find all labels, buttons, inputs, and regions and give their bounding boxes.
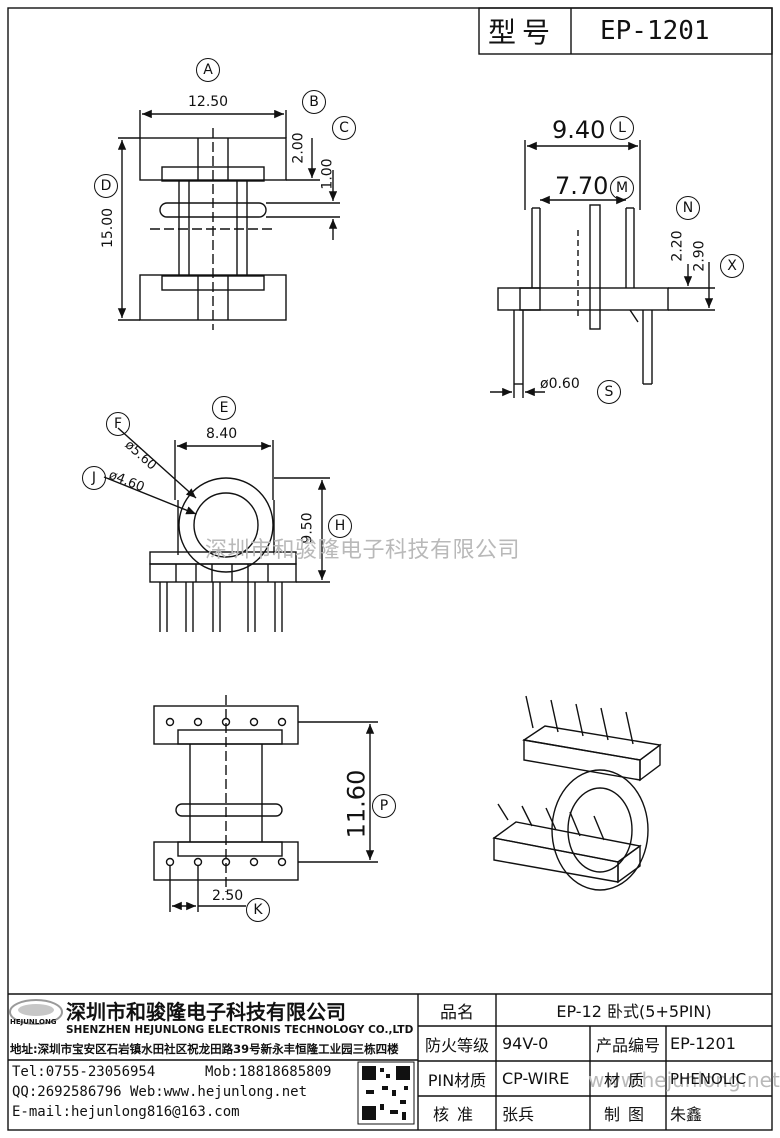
label-p: P [372, 794, 396, 818]
company-name-en: SHENZHEN HEJUNLONG ELECTRONIS TECHNOLOGY… [66, 1024, 414, 1036]
dim-e-value: 8.40 [206, 426, 238, 442]
company-address: 地址:深圳市宝安区石岩镇水田社区祝龙田路39号新永丰恒隆工业园三栋四楼 [10, 1042, 399, 1056]
label-a: A [196, 58, 220, 82]
company-qq-web: QQ:2692586796 Web:www.hejunlong.net [12, 1084, 308, 1100]
label-h: H [328, 514, 352, 538]
product-name-value: EP-12 卧式(5+5PIN) [556, 1002, 712, 1021]
company-logo [9, 999, 63, 1025]
dim-n-value: 2.20 [669, 230, 686, 262]
company-mob: Mob:18818685809 [205, 1064, 332, 1080]
drawn-label: 制图 [603, 1105, 652, 1124]
qr-code [362, 1066, 410, 1120]
code-label: 产品编号 [595, 1035, 660, 1055]
side-view [490, 140, 715, 398]
model-value: EP-1201 [600, 16, 710, 46]
label-s: S [597, 380, 621, 404]
company-name-cn: 深圳市和骏隆电子科技有限公司 [66, 999, 346, 1024]
watermark-url: www.hejunlong.net [588, 1068, 780, 1092]
label-b: B [302, 90, 326, 114]
review-label: 核准 [432, 1105, 481, 1124]
review-value: 张兵 [502, 1105, 535, 1124]
company-email: E-mail:hejunlong816@163.com [12, 1104, 240, 1120]
label-j: J [82, 466, 106, 490]
label-x: X [720, 254, 744, 278]
model-label: 型号 [488, 16, 557, 49]
dim-p-value: 11.60 [342, 769, 371, 839]
dim-s-value: ø0.60 [540, 376, 580, 392]
dim-m-value: 7.70 [555, 172, 609, 200]
dim-a-value: 12.50 [188, 94, 229, 110]
dim-x-value: 2.90 [691, 240, 708, 272]
label-m: M [610, 176, 634, 200]
material-label: 材质 [603, 1070, 652, 1090]
company-tel: Tel:0755-23056954 [12, 1064, 156, 1080]
label-k: K [246, 898, 270, 922]
label-f: F [106, 412, 130, 436]
dim-b-value: 2.00 [290, 132, 307, 164]
front-view [103, 427, 330, 632]
label-c: C [332, 116, 356, 140]
pin-value: CP-WIRE [502, 1069, 570, 1088]
bottom-view [153, 695, 378, 912]
flame-value: 94V-0 [502, 1034, 549, 1053]
pin-label: PIN材质 [427, 1070, 487, 1090]
code-value: EP-1201 [670, 1034, 736, 1053]
title-block [8, 993, 772, 1130]
watermark-text: 深圳市和骏隆电子科技有限公司 [205, 538, 521, 563]
label-l: L [610, 116, 634, 140]
logo-text: HEJUNLONG [10, 1018, 57, 1026]
product-name-label: 品名 [440, 1002, 474, 1023]
label-d: D [94, 174, 118, 198]
label-n: N [676, 196, 700, 220]
top-view [117, 109, 340, 330]
flame-label: 防火等级 [424, 1035, 489, 1055]
header-box [478, 7, 773, 55]
isometric-view [492, 695, 662, 891]
drawn-value: 朱鑫 [670, 1105, 703, 1124]
dim-k-value: 2.50 [212, 888, 244, 904]
dim-c-value: 1.00 [319, 158, 336, 190]
dim-l-value: 9.40 [552, 116, 606, 144]
material-value: PHENOLIC [670, 1069, 747, 1088]
label-e: E [212, 396, 236, 420]
sheet-border [7, 7, 773, 1131]
dim-d-value: 15.00 [100, 207, 117, 249]
